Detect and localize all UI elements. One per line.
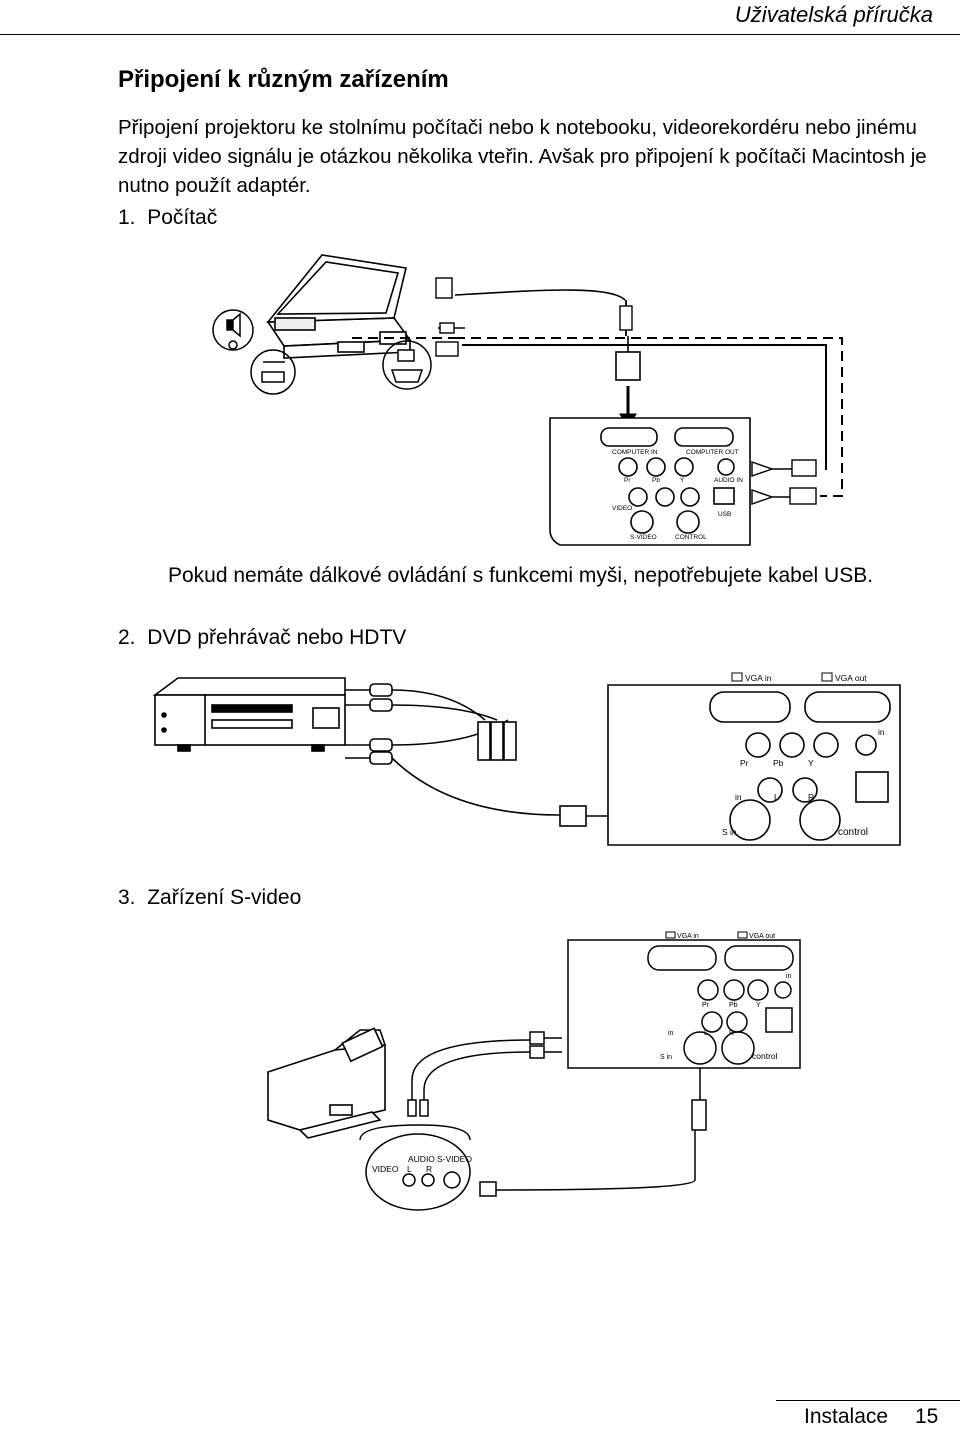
label-y: Y	[680, 477, 685, 484]
label-vga-in: VGA in	[677, 933, 699, 940]
vga-port-icon	[382, 340, 432, 390]
label-l: L	[704, 1030, 708, 1037]
label-s-video: S-VIDEO	[437, 1154, 472, 1164]
dvd-cables	[345, 683, 610, 827]
intro-paragraph: Připojení projektoru ke stolnímu počítač…	[118, 116, 927, 197]
label-control: control	[752, 1051, 778, 1061]
label-pb: Pb	[729, 1002, 738, 1009]
projector-panel-2	[607, 684, 901, 846]
projector-panel-1	[549, 417, 751, 546]
section-title: Připojení k různým zařízením	[118, 66, 449, 93]
label-pb: Pb	[652, 477, 660, 484]
label-video-in: in	[668, 1030, 674, 1037]
label-video-in: in	[735, 792, 742, 802]
label-vga-out: VGA out	[749, 933, 775, 940]
page-number: 15	[915, 1405, 939, 1428]
label-s-in: S in	[722, 827, 737, 837]
label-r: R	[808, 792, 814, 802]
footer-rule	[776, 1400, 960, 1401]
label-s-in: S in	[660, 1054, 672, 1061]
item-3-number: 3.	[118, 886, 136, 909]
cable-plugs	[435, 277, 459, 357]
notebook-illustration	[266, 254, 412, 359]
running-header: Uživatelská příručka	[734, 2, 933, 27]
label-video: VIDEO	[612, 505, 632, 512]
label-s-video: S-VIDEO	[630, 534, 657, 541]
label-in: in	[878, 727, 885, 737]
label-r: R	[729, 1030, 734, 1037]
header-rule	[0, 34, 960, 35]
label-y: Y	[756, 1002, 761, 1009]
label-computer-in: COMPUTER IN	[612, 449, 658, 456]
camcorder-connector-labels: AUDIO S-VIDEO VIDEO L R	[372, 1154, 472, 1174]
item-3-heading: 3. Zařízení S-video	[118, 886, 301, 910]
connection-cables	[352, 289, 843, 505]
label-pb: Pb	[773, 758, 784, 768]
speaker-icon	[212, 309, 254, 351]
camcorder-illustration	[267, 1027, 386, 1139]
item-2-number: 2.	[118, 626, 136, 649]
camcorder-connector-panel	[365, 1133, 471, 1211]
label-control: control	[838, 827, 868, 838]
item-3-title: Zařízení S-video	[147, 886, 302, 909]
label-control: CONTROL	[675, 534, 707, 541]
label-pr: Pr	[624, 477, 631, 484]
usb-note: Pokud nemáte dálkové ovládání s funkcemi…	[168, 564, 874, 587]
item-2-title: DVD přehrávač nebo HDTV	[147, 626, 407, 649]
label-audio-in: AUDIO IN	[714, 477, 743, 484]
label-video: VIDEO	[372, 1164, 399, 1174]
projector-panel-2-labels: VGA in VGA out in Pr Pb Y in L R S in co…	[722, 672, 885, 838]
label-y: Y	[808, 758, 814, 768]
label-pr: Pr	[702, 1002, 710, 1009]
item-1-number: 1.	[118, 206, 136, 229]
projector-panel-3-labels: VGA in VGA out in Pr Pb Y in L R S in co…	[660, 931, 792, 1061]
label-usb: USB	[718, 511, 731, 518]
label-l: L	[774, 792, 779, 802]
label-l: L	[407, 1164, 412, 1174]
label-computer-out: COMPUTER OUT	[686, 449, 739, 456]
item-1-heading: 1. Počítač	[118, 206, 217, 230]
item-1-title: Počítač	[147, 206, 218, 229]
s-video-cables	[359, 1031, 707, 1197]
label-vga-out: VGA out	[835, 673, 867, 683]
projector-panel-1-labels: COMPUTER IN COMPUTER OUT Pr Pb Y AUDIO I…	[612, 449, 743, 541]
label-in: in	[786, 973, 792, 980]
projector-panel-3	[567, 939, 801, 1069]
label-vga-in: VGA in	[745, 673, 772, 683]
usb-icon	[250, 349, 296, 395]
label-pr: Pr	[740, 758, 749, 768]
footer-section-name: Instalace	[804, 1405, 889, 1428]
label-r: R	[426, 1164, 432, 1174]
dvd-player-illustration	[152, 677, 346, 752]
item-2-heading: 2. DVD přehrávač nebo HDTV	[118, 626, 406, 650]
label-audio: AUDIO	[408, 1154, 435, 1164]
